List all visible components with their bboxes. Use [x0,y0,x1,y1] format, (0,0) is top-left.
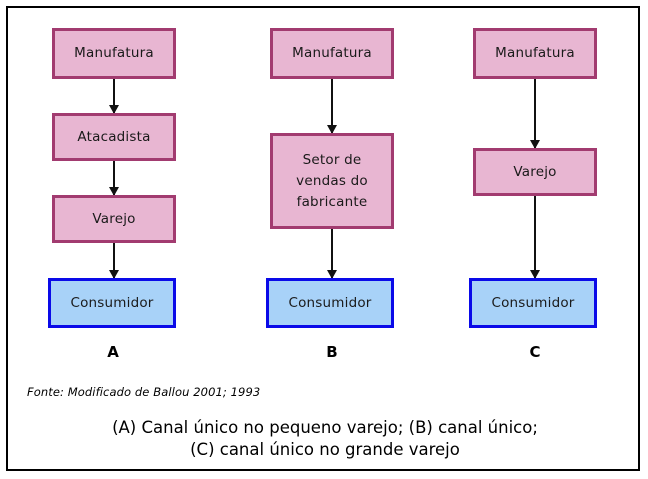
arrow-b-setor-to-consumidor [331,229,333,278]
node-c-varejo: Varejo [473,148,597,196]
node-label: Manufatura [292,45,372,61]
node-c-manufatura: Manufatura [473,28,597,79]
node-label: Atacadista [77,128,151,145]
node-a-manufatura: Manufatura [52,28,176,79]
caption-line-2: (C) canal único no grande varejo [190,440,460,459]
node-label: Consumidor [491,294,575,311]
source-note: Fonte: Modificado de Ballou 2001; 1993 [27,385,261,399]
node-a-varejo: Varejo [52,195,176,243]
node-b-consumidor: Consumidor [266,278,394,328]
arrow-c-varejo-to-consumidor [534,196,536,278]
arrow-b-manufatura-to-setor [331,79,333,133]
arrow-a-manufatura-to-atacadista [113,79,115,113]
column-label-a: A [107,343,119,361]
column-label-c: C [529,343,541,361]
arrow-c-manufatura-to-varejo [534,79,536,148]
node-label: Manufatura [74,45,154,61]
node-a-consumidor: Consumidor [48,278,176,328]
caption-line-1: (A) Canal único no pequeno varejo; (B) c… [112,418,538,437]
arrow-a-varejo-to-consumidor [113,243,115,278]
column-label-b: B [326,343,338,361]
node-b-setor-de-vendas-do-fabricante: Setor de vendas do fabricante [270,133,394,229]
node-a-atacadista: Atacadista [52,113,176,161]
node-label: Manufatura [495,45,575,61]
node-label: Varejo [513,163,557,180]
node-label: Varejo [92,210,136,227]
node-label: Consumidor [70,294,154,311]
node-label: Consumidor [288,294,372,311]
node-c-consumidor: Consumidor [469,278,597,328]
arrow-a-atacadista-to-varejo [113,161,115,195]
node-b-manufatura: Manufatura [270,28,394,79]
node-label: Setor de vendas do fabricante [296,151,368,210]
figure-caption: (A) Canal único no pequeno varejo; (B) c… [20,417,630,461]
